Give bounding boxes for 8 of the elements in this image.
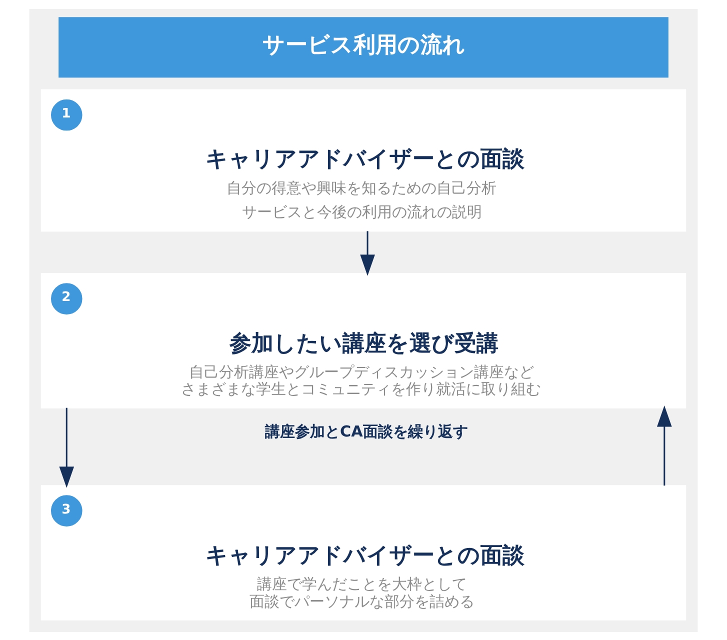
node-circle: 2 [50, 282, 82, 314]
arrow [360, 230, 375, 276]
label: 講座参加とCA面談を繰り返す [265, 422, 468, 440]
diagram-title: サービス利用の流れ [262, 32, 466, 58]
arrow [59, 407, 74, 488]
arrow [656, 405, 672, 486]
node-circle: 1 [50, 98, 82, 130]
node-circle: 3 [50, 494, 82, 526]
